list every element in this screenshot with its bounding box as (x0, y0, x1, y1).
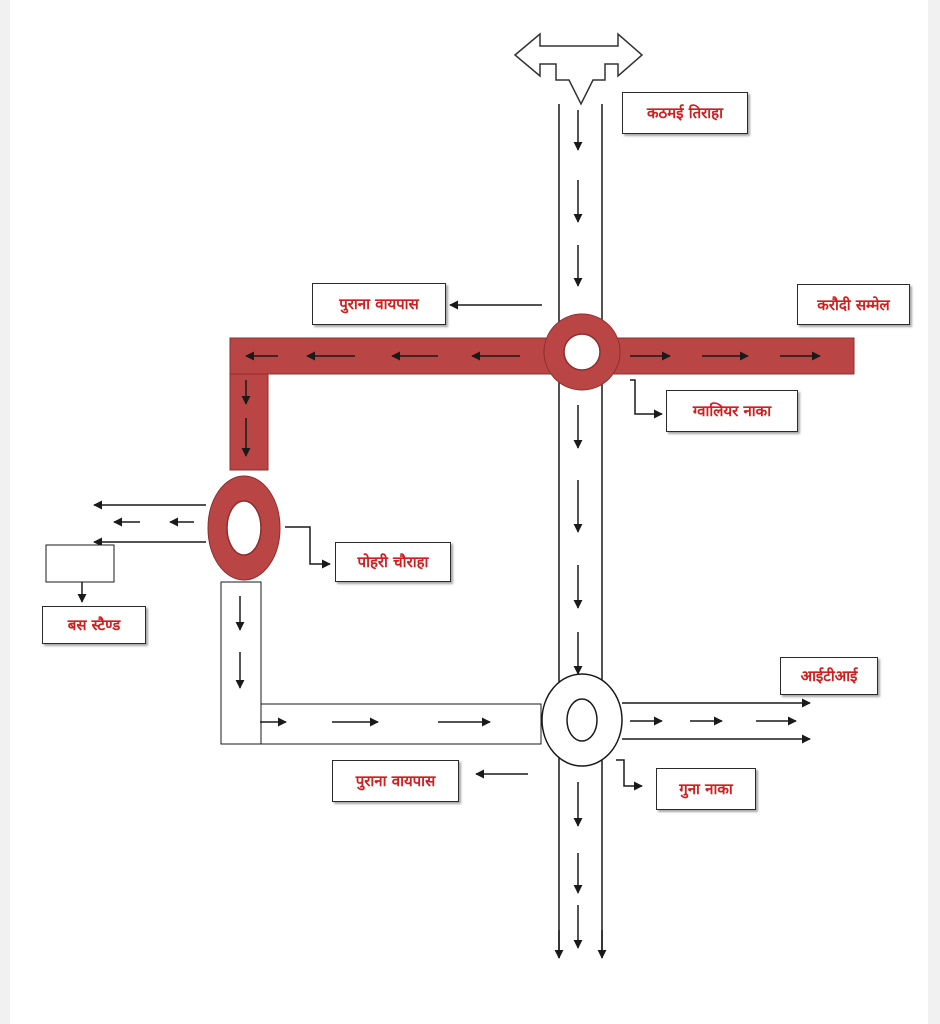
gwalior-naka-roundabout-inner (563, 333, 601, 371)
guna-naka-roundabout-inner (566, 698, 598, 742)
t-junction-arrow (513, 32, 644, 106)
label-purana-bypass-top: पुराना वायपास (312, 283, 446, 325)
white-road-south (220, 581, 262, 745)
label-bus-stand: बस स्टैण्ड (42, 606, 146, 644)
gwalior-naka-connector (630, 379, 663, 419)
label-iti: आईटीआई (780, 657, 878, 695)
route-diagram (45, 32, 855, 959)
guna-naka-connector (616, 759, 643, 791)
label-karodi-sammel: करौदी सम्मेल (797, 284, 910, 325)
label-guna-naka: गुना नाका (656, 768, 756, 810)
bus-stand-box (45, 544, 115, 583)
label-gwalior-naka: ग्वालियर नाका (666, 390, 798, 432)
label-purana-bypass-bottom: पुराना वायपास (332, 760, 459, 802)
pohri-chauraha-roundabout-inner (226, 500, 262, 556)
route-road-south (229, 373, 269, 471)
white-road-east (260, 703, 542, 745)
label-kathmai-tiraha: कठमई तिराहा (622, 92, 748, 134)
diagram-canvas: कठमई तिराहा पुराना वायपास करौदी सम्मेल ग… (10, 0, 928, 1024)
pohri-chauraha-connector (285, 526, 331, 569)
label-pohri-chauraha: पोहरी चौराहा (335, 542, 451, 582)
